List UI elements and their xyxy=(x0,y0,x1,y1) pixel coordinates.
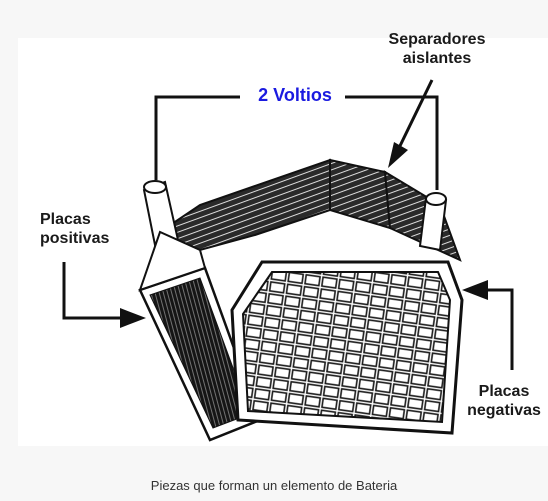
back-plate-stack xyxy=(157,158,462,262)
negative-grid-plate xyxy=(230,260,464,435)
separators-label-line1: Separadores xyxy=(388,31,486,48)
positive-plates-label: Placas positivas xyxy=(40,210,120,248)
negative-plates-arrow xyxy=(488,288,514,370)
negative-plates-label: Placas negativas xyxy=(460,382,548,420)
figure-caption: Piezas que forman un elemento de Bateria xyxy=(150,478,398,493)
positive-label-line1: Placas xyxy=(40,211,91,228)
negative-label-line1: Placas xyxy=(478,383,530,400)
positive-plate xyxy=(138,230,262,442)
voltage-label: 2 Voltios xyxy=(258,85,332,105)
negative-label-line2: negativas xyxy=(467,402,541,419)
negative-arrow-head xyxy=(462,280,488,300)
voltage-bracket xyxy=(154,95,439,190)
right-terminal xyxy=(418,192,448,252)
positive-plates-arrow xyxy=(62,262,122,320)
positive-arrow-head xyxy=(120,308,146,328)
separators-arrow xyxy=(388,79,434,168)
positive-label-line2: positivas xyxy=(40,230,110,247)
separators-label: Separadores aislantes xyxy=(372,30,502,68)
separators-label-line2: aislantes xyxy=(402,50,472,67)
